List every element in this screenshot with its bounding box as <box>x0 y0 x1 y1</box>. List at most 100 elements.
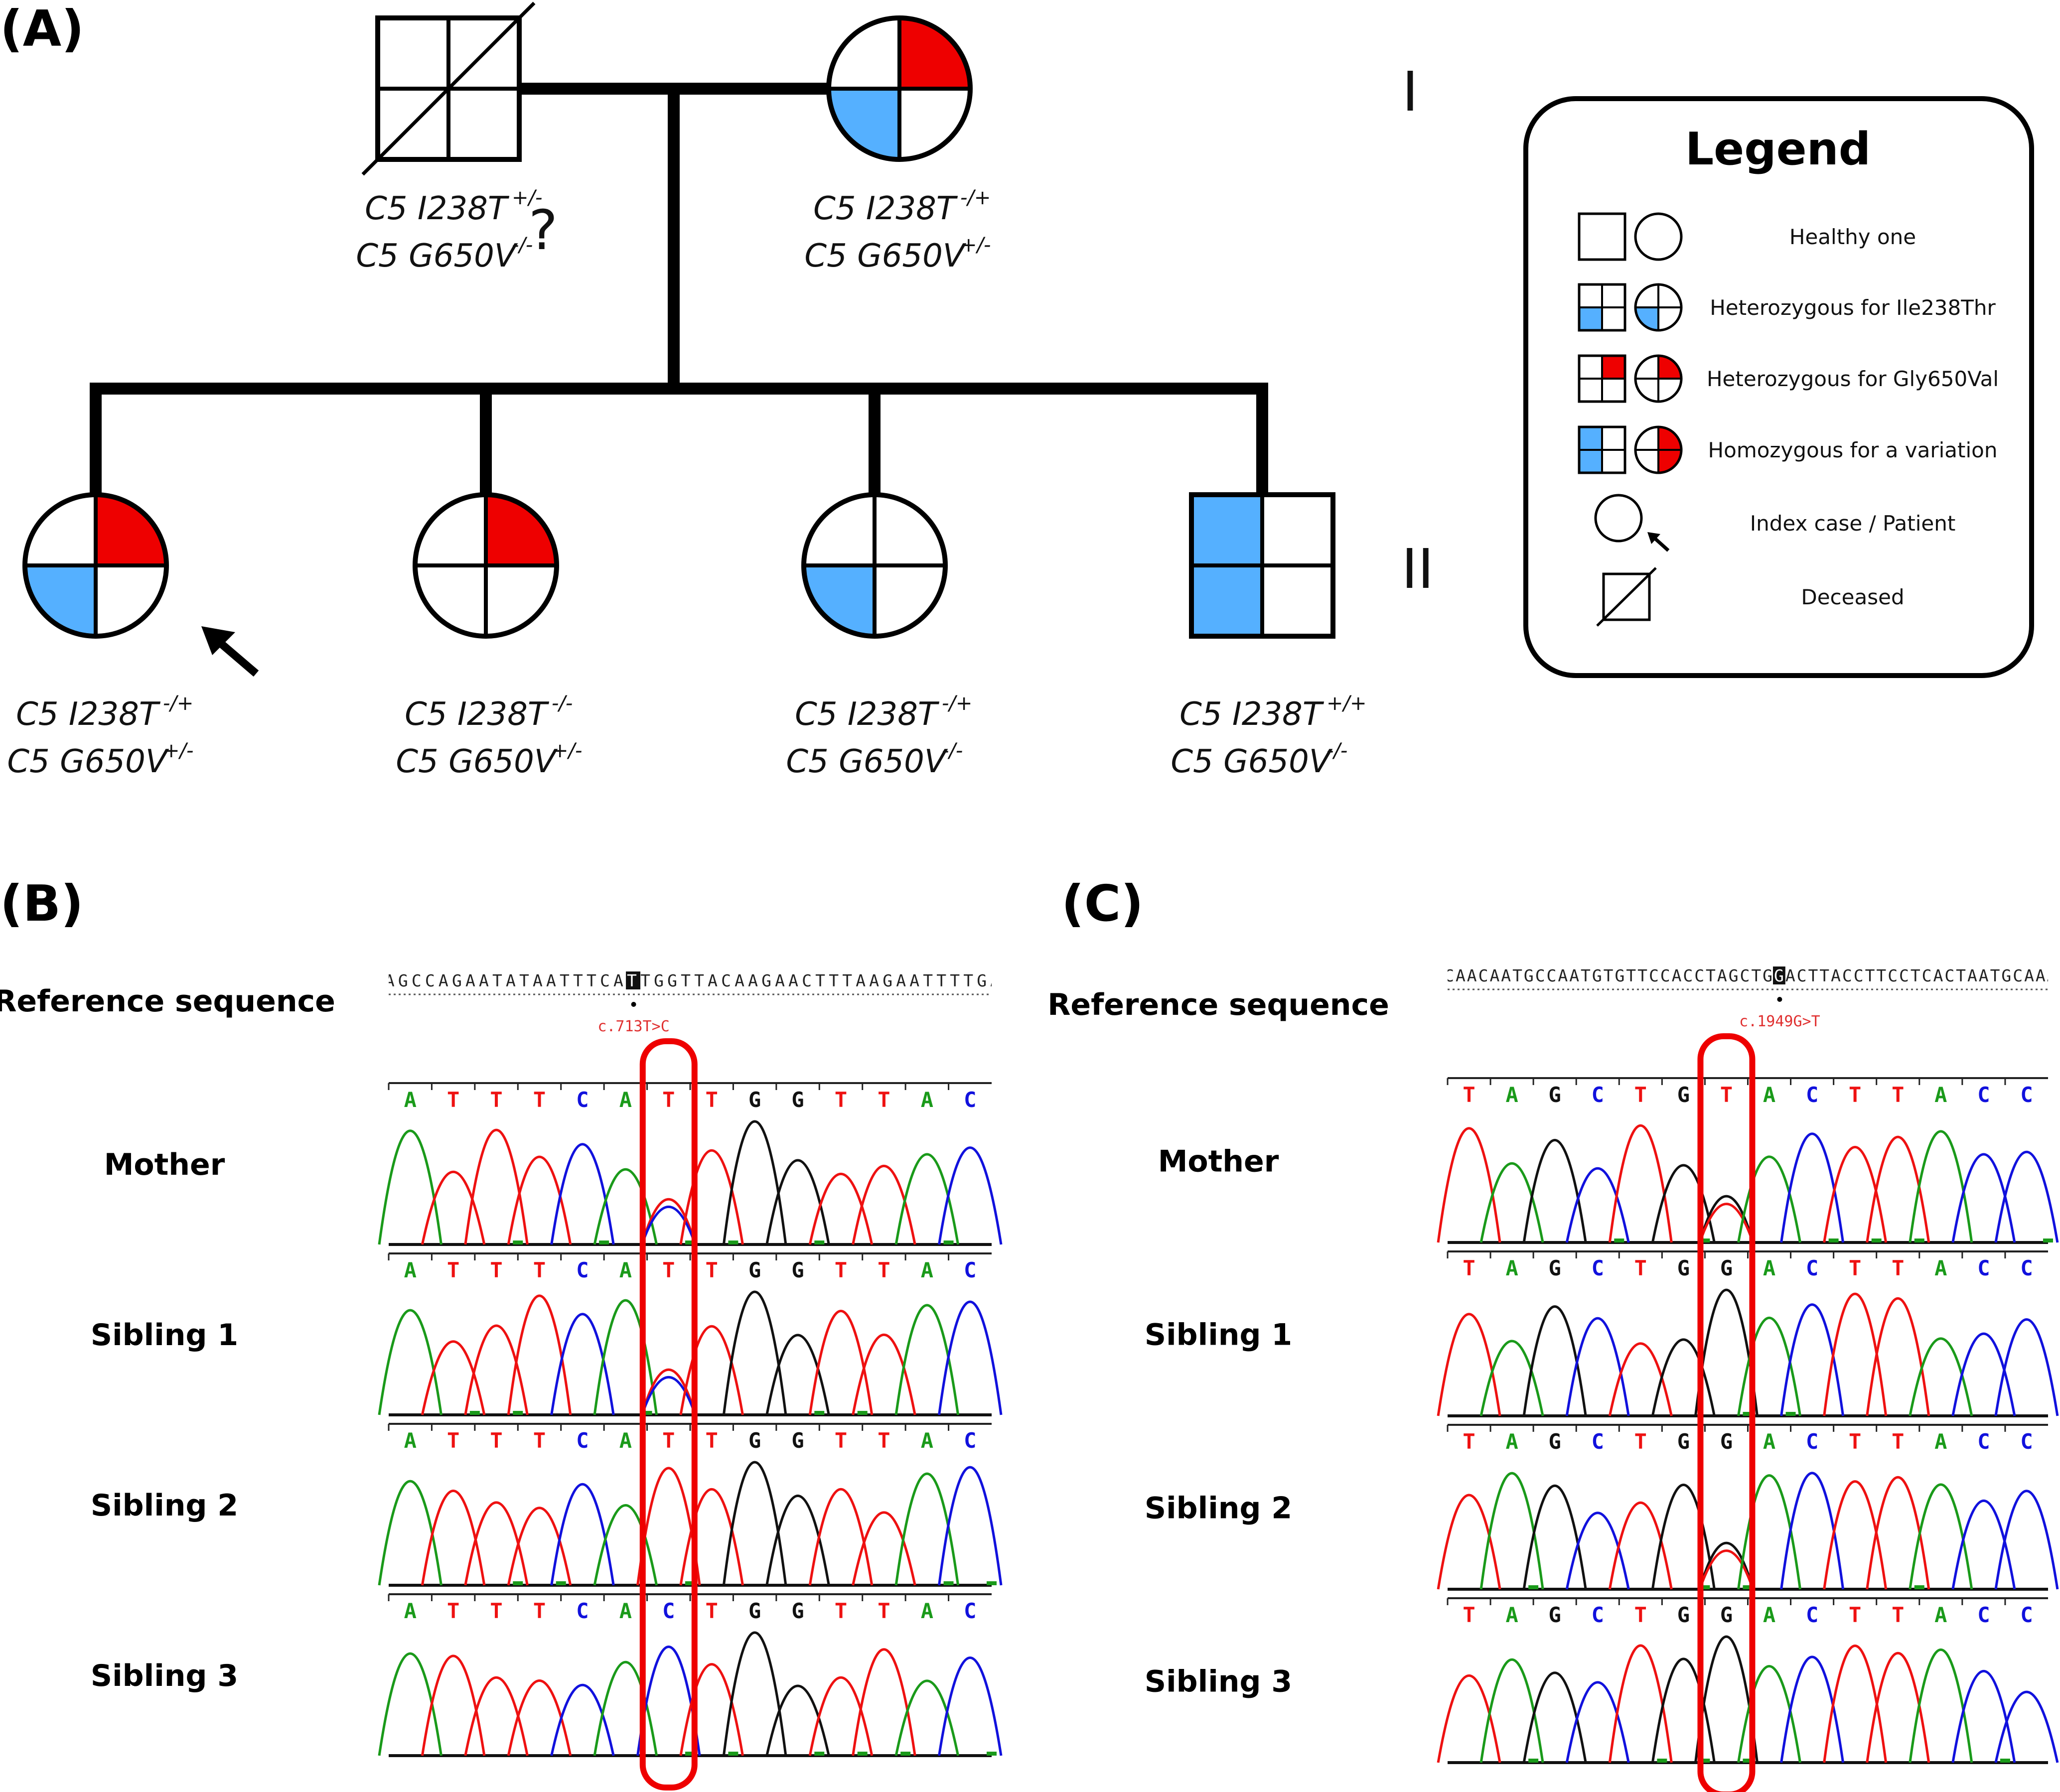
legend-item-label: Homozygous for a variation <box>1708 438 1998 462</box>
reference-base: A <box>1467 966 1477 985</box>
trace-peak <box>894 1304 960 1415</box>
trace-noise <box>943 1241 954 1244</box>
base-call: T <box>1892 1083 1904 1107</box>
base-call: T <box>835 1599 847 1623</box>
reference-base: C <box>1854 966 1864 985</box>
symbol-quadrant <box>1579 450 1602 473</box>
genotype-superscript: +/- <box>512 186 542 209</box>
base-call: G <box>1720 1429 1733 1454</box>
base-call: T <box>1463 1603 1475 1627</box>
reference-base: G <box>1729 966 1739 985</box>
base-call: T <box>447 1599 459 1623</box>
base-call: T <box>878 1428 890 1453</box>
trace-peak <box>640 1198 697 1245</box>
trace-peak <box>378 1129 442 1245</box>
genotype-label: C5 G650V <box>356 238 518 275</box>
legend-square-symbol <box>1578 354 1626 403</box>
base-call: T <box>1463 1083 1475 1107</box>
base-call: G <box>1720 1603 1733 1627</box>
trace-peak <box>722 1120 787 1245</box>
trace-noise <box>642 1411 652 1415</box>
reference-base: A <box>533 971 543 990</box>
base-call: T <box>1720 1083 1733 1107</box>
trace-noise <box>1528 1585 1539 1589</box>
trace-noise <box>857 1411 868 1415</box>
trace-peak <box>1437 1127 1501 1243</box>
reference-base: G <box>761 971 771 990</box>
trace-peak <box>894 1153 960 1245</box>
reference-base: C <box>802 971 812 990</box>
reference-base: C <box>1660 966 1670 985</box>
trace-peak <box>507 1156 572 1245</box>
base-call: T <box>1463 1256 1475 1280</box>
base-call: C <box>576 1088 589 1112</box>
trace-noise <box>1914 1239 1924 1242</box>
trace-peak <box>1651 1338 1716 1416</box>
base-call: T <box>490 1599 502 1623</box>
symbol-quadrant <box>1191 565 1262 636</box>
genotype-superscript: +/- <box>552 739 582 762</box>
female-symbol-outline <box>1634 212 1683 261</box>
genotype-superscript: -/+ <box>960 186 991 209</box>
base-call: A <box>1763 1429 1775 1454</box>
trace-peak <box>593 1299 658 1415</box>
base-call: A <box>1505 1083 1518 1107</box>
reference-base: A <box>1831 966 1841 985</box>
trace-peak <box>1698 1541 1755 1590</box>
trace-peak <box>1951 1153 2016 1243</box>
trace-noise <box>685 1752 695 1756</box>
trace-noise <box>2000 1759 2010 1763</box>
base-call: C <box>1592 1083 1604 1107</box>
trace-peak <box>852 1164 916 1245</box>
trace-peak <box>722 1461 787 1586</box>
trace-noise <box>1743 1585 1753 1589</box>
trace-noise <box>1700 1759 1710 1763</box>
base-call: T <box>1634 1083 1647 1107</box>
trace-peak <box>1651 1484 1716 1590</box>
sample-label: Sibling 1 <box>1145 1317 1292 1352</box>
trace-peak <box>1608 1342 1673 1416</box>
trace-peak <box>1994 1150 2059 1243</box>
reference-base: A <box>896 971 906 990</box>
trace-peak <box>1866 1297 1930 1416</box>
reference-base: T <box>1911 966 1920 985</box>
base-call: T <box>1849 1429 1861 1454</box>
symbol-quadrant <box>1658 356 1681 379</box>
legend-item-healthy: Healthy one <box>1578 212 1916 261</box>
reference-base: A <box>788 971 798 990</box>
reference-base: T <box>1808 966 1818 985</box>
legend-circle-symbol <box>1634 283 1683 332</box>
base-call: C <box>576 1258 589 1282</box>
reference-base: G <box>1615 966 1624 985</box>
reference-base: C <box>1478 966 1488 985</box>
trace-noise <box>814 1411 825 1415</box>
reference-base: T <box>694 971 704 990</box>
trace-peak <box>550 1143 615 1245</box>
base-call: G <box>1677 1429 1690 1454</box>
base-call: C <box>2020 1429 2033 1454</box>
legend-index-arrowhead <box>1647 532 1660 544</box>
trace-peak <box>1694 1636 1759 1763</box>
trace-peak <box>765 1684 830 1756</box>
reference-base: T <box>1706 966 1716 985</box>
trace-noise <box>685 1241 695 1244</box>
reference-base: A <box>1501 966 1511 985</box>
reference-base: T <box>1819 966 1829 985</box>
reference-base: A <box>869 971 879 990</box>
base-call: T <box>1634 1429 1647 1454</box>
genotype-label: C5 I238T <box>405 696 550 733</box>
base-call: T <box>533 1599 546 1623</box>
reference-base: A <box>479 971 489 990</box>
trace-peak <box>1866 1135 1930 1243</box>
base-call: G <box>748 1599 761 1623</box>
trace-peak <box>1479 1162 1544 1243</box>
reference-base: A <box>990 971 1000 990</box>
trace-peak <box>938 1146 1003 1245</box>
male-symbol-outline <box>1578 212 1626 261</box>
trace-peak <box>464 1128 529 1245</box>
